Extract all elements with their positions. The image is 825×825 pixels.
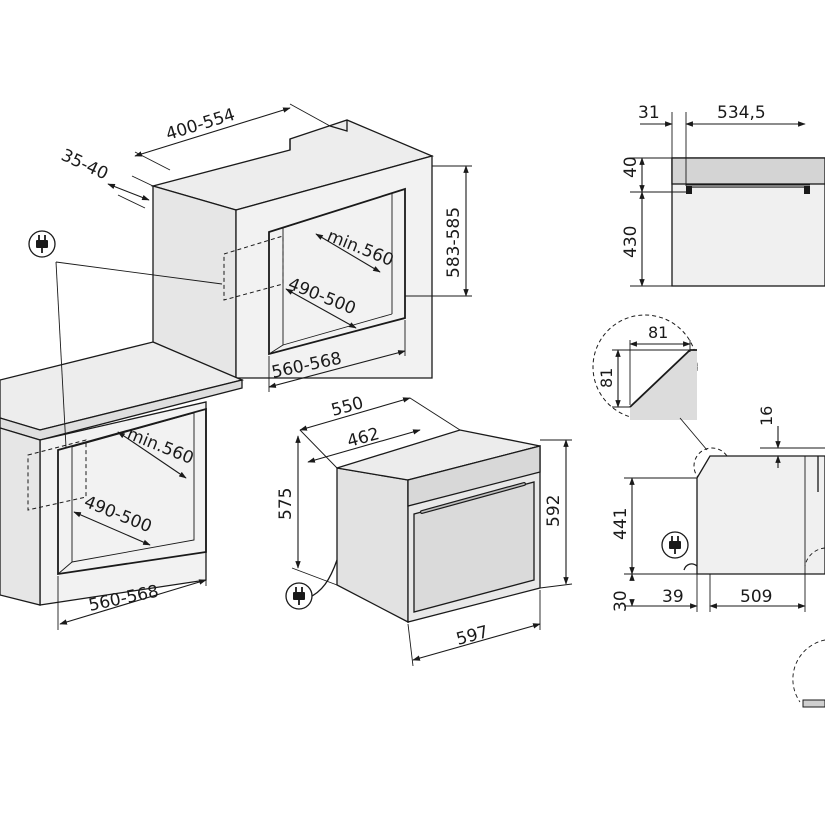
bevel-dim-h-label: 81 (648, 323, 668, 342)
side-dim-depth-label: 509 (740, 587, 772, 607)
oven (285, 429, 541, 624)
oven-dim-body-depth-label: 462 (345, 424, 382, 452)
bevel-dim-v-label: 81 (597, 368, 616, 388)
worktop-edge (0, 379, 243, 441)
base-unit-side (0, 427, 41, 606)
oven-body-side (336, 467, 409, 624)
front-view-dim-height-label: 430 (621, 226, 641, 258)
front-view: 31 534,5 40 430 (621, 103, 825, 287)
plug-callout (28, 230, 223, 448)
oven-dim-front-width-label: 597 (454, 622, 491, 650)
side-dim-height-label: 441 (611, 508, 631, 540)
bevel-detail: 81 81 (592, 314, 708, 451)
electric-plug-icon (285, 582, 313, 610)
side-dim-top-gap-label: 16 (757, 406, 776, 426)
side-dim-front-label: 39 (662, 587, 684, 607)
front-view-dim-top-label: 40 (621, 156, 641, 178)
oven-cable (307, 559, 338, 599)
base-unit (0, 341, 245, 606)
dim-depth-label: 400-554 (164, 105, 238, 145)
oven-dim-total-depth-label: 550 (329, 393, 366, 421)
oven-dim-body-height-label: 575 (276, 488, 296, 520)
dim-gap-label: 35-40 (58, 145, 111, 184)
lower-opening (57, 407, 207, 576)
electric-plug-icon (28, 230, 56, 258)
oven-dim-front-height-label: 592 (544, 495, 564, 527)
front-view-dim-front-label: 31 (638, 103, 660, 123)
side-view: 16 441 30 39 509 (611, 406, 825, 612)
side-dim-base-label: 30 (611, 590, 631, 612)
electric-plug-icon (661, 531, 689, 559)
oven-control-panel (407, 445, 541, 507)
dim-height-label: 583-585 (444, 207, 464, 278)
bottom-detail (792, 639, 825, 708)
front-view-dim-width-label: 534,5 (717, 103, 766, 123)
